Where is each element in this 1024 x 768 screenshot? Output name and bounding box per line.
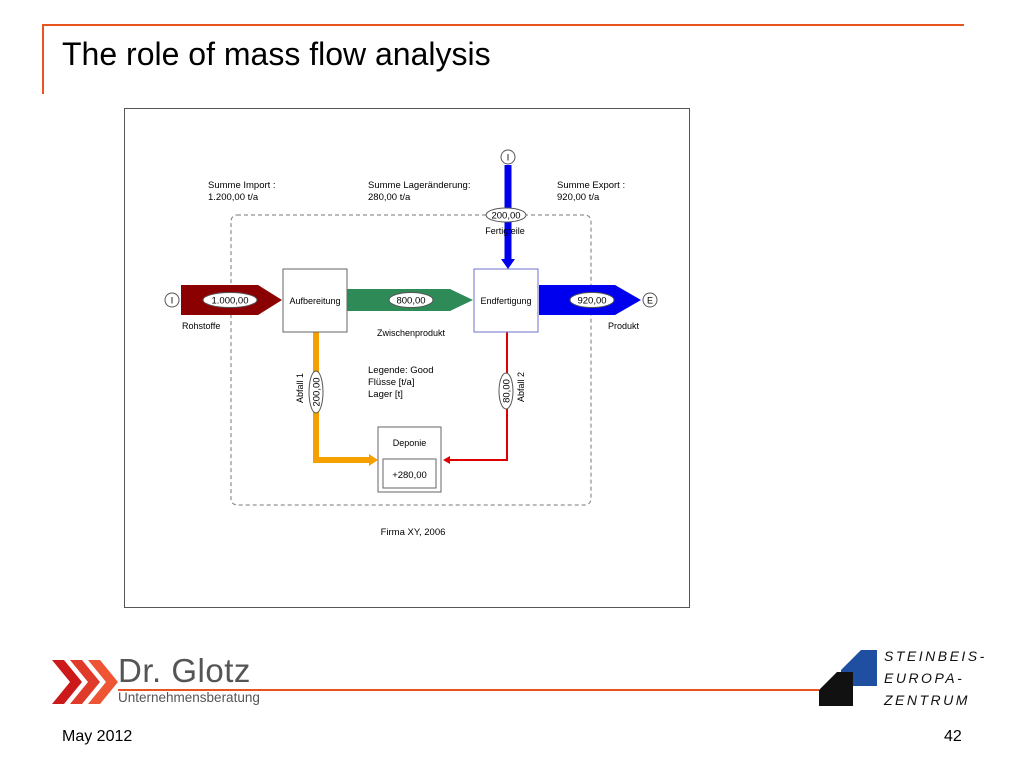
zwischenprodukt-value: 800,00 xyxy=(396,296,425,307)
aufbereitung-label: Aufbereitung xyxy=(289,296,340,306)
abfall2-label: Abfall 2 xyxy=(516,372,526,402)
rohstoffe-value-badge xyxy=(202,292,258,308)
deponie-label: Deponie xyxy=(393,438,427,448)
import-summary-value: 1.200,00 t/a xyxy=(208,192,259,203)
diagram-caption: Firma XY, 2006 xyxy=(381,527,446,538)
produkt-export-marker xyxy=(642,292,658,308)
deponie-stock-value: +280,00 xyxy=(392,470,427,481)
rohstoffe-import-marker-label: I xyxy=(171,296,174,306)
zwischenprodukt-label: Zwischenprodukt xyxy=(377,328,446,338)
fertigteile-value-badge xyxy=(485,207,527,223)
sez-square-black-cut xyxy=(819,672,837,690)
fertigteile-value: 200,00 xyxy=(491,211,520,222)
aufbereitung-process-box xyxy=(282,268,348,333)
abfall1-arrowhead xyxy=(369,454,378,466)
fertigteile-import-marker-label: I xyxy=(507,153,510,163)
abfall2-flow xyxy=(450,331,508,461)
abfall1-label: Abfall 1 xyxy=(295,373,305,403)
abfall1-flow xyxy=(313,331,369,463)
sez-logo-line-2: EUROPA- xyxy=(884,670,965,686)
glotz-chevron-1 xyxy=(52,660,82,704)
sez-logo-line-1: STEINBEIS- xyxy=(884,648,987,664)
import-summary-label: Summe Import : xyxy=(208,180,276,191)
slide-title: The role of mass flow analysis xyxy=(62,36,491,72)
abfall2-value: 80,00 xyxy=(502,379,513,403)
abfall1-value: 200,00 xyxy=(312,377,323,406)
zwischenprodukt-value-badge xyxy=(388,292,434,308)
glotz-logo-name: Dr. Glotz xyxy=(118,652,251,689)
endfertigung-process-box xyxy=(473,268,539,333)
fertigteile-import-marker xyxy=(500,149,516,165)
footer-date: May 2012 xyxy=(62,728,133,745)
legend-line-2: Flüsse [t/a] xyxy=(368,377,414,388)
fertigteile-label: Fertigteile xyxy=(485,226,525,236)
produkt-export-marker-label: E xyxy=(647,296,653,306)
endfertigung-label: Endfertigung xyxy=(480,296,531,306)
produkt-label: Produkt xyxy=(608,321,640,331)
glotz-chevron-3 xyxy=(88,660,118,704)
produkt-value: 920,00 xyxy=(577,296,606,307)
rohstoffe-import-marker xyxy=(164,292,180,308)
deponie-stock-box xyxy=(382,458,437,489)
page-number: 42 xyxy=(944,728,962,745)
produkt-value-badge xyxy=(569,292,615,308)
export-summary-label: Summe Export : xyxy=(557,180,625,191)
rohstoffe-label: Rohstoffe xyxy=(182,321,220,331)
abfall2-arrowhead xyxy=(443,456,450,464)
fertigteile-arrowhead xyxy=(501,259,515,269)
header-rule xyxy=(42,24,964,26)
diagram-canvas: Summe Import : 1.200,00 t/a Summe Lagerä… xyxy=(164,149,658,538)
mass-flow-diagram: Summe Import : 1.200,00 t/a Summe Lagerä… xyxy=(124,108,690,608)
glotz-logo-subtitle: Unternehmensberatung xyxy=(118,690,260,705)
storage-summary-label: Summe Lageränderung: xyxy=(368,180,470,191)
storage-summary-value: 280,00 t/a xyxy=(368,192,411,203)
sez-square-blue-cut xyxy=(841,650,861,670)
export-summary-value: 920,00 t/a xyxy=(557,192,600,203)
glotz-chevron-2 xyxy=(70,660,100,704)
abfall1-value-badge xyxy=(308,370,324,414)
steinbeis-logo-mark xyxy=(819,650,877,706)
rohstoffe-value: 1.000,00 xyxy=(212,296,249,307)
legend-line-3: Lager [t] xyxy=(368,389,403,400)
dr-glotz-logo xyxy=(52,660,118,704)
header-side-rule xyxy=(42,24,44,94)
sez-logo-line-3: ZENTRUM xyxy=(884,692,970,708)
footer-rule xyxy=(118,689,822,691)
legend-line-1: Legende: Good xyxy=(368,365,434,376)
abfall2-value-badge xyxy=(498,372,514,410)
